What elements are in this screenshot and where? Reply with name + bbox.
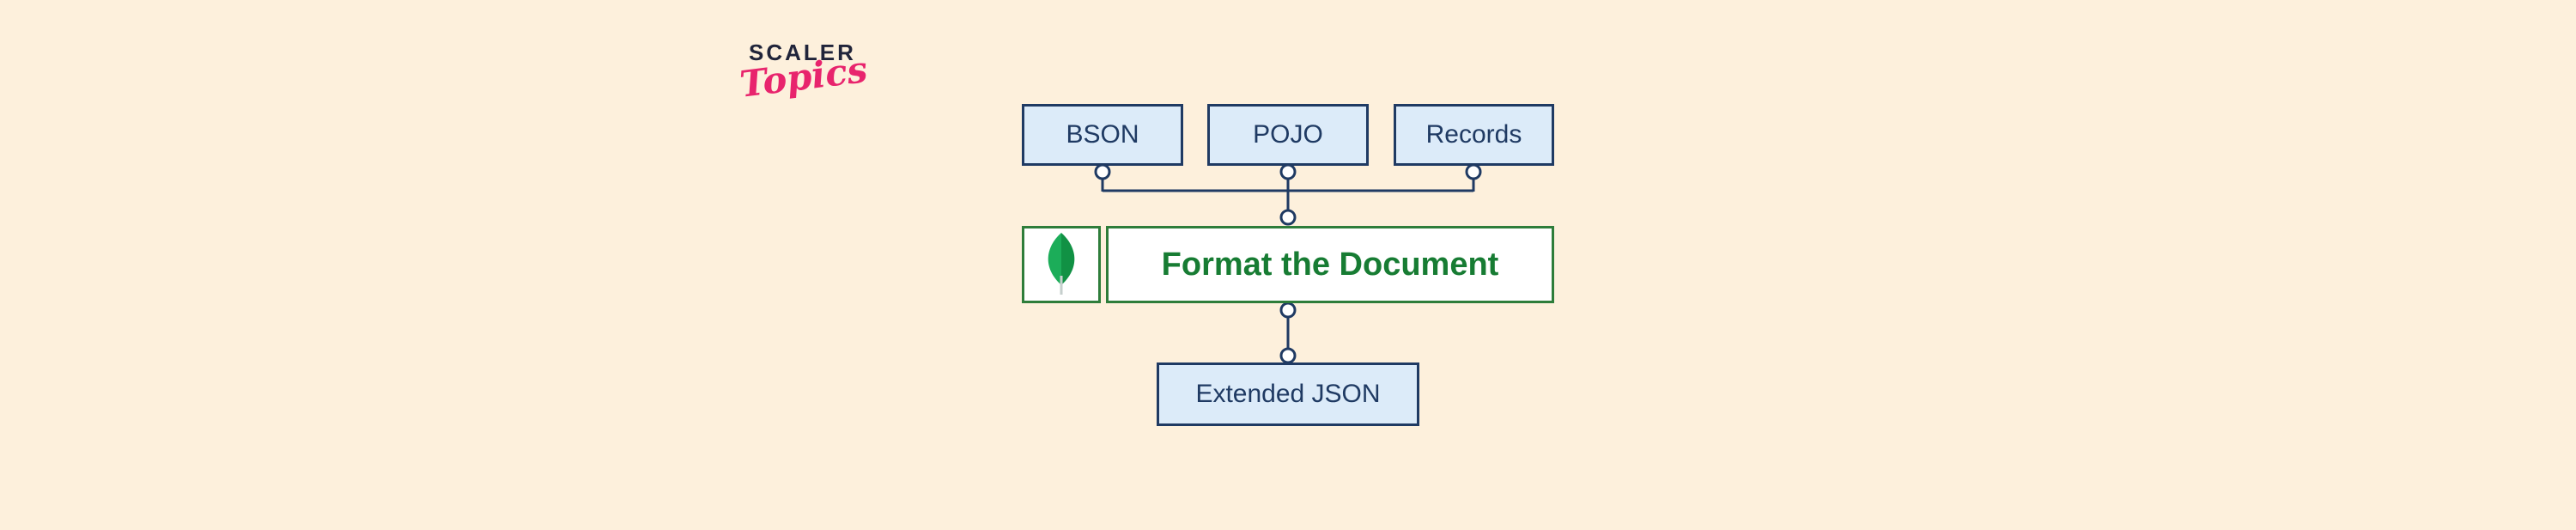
node-extended-json-label: Extended JSON bbox=[1195, 380, 1381, 408]
node-bson-label: BSON bbox=[1066, 120, 1139, 149]
node-extended-json: Extended JSON bbox=[1157, 362, 1419, 426]
node-records-label: Records bbox=[1425, 120, 1522, 149]
node-records: Records bbox=[1394, 104, 1554, 166]
node-bson: BSON bbox=[1022, 104, 1183, 166]
node-format-document: Format the Document bbox=[1106, 226, 1554, 303]
mongodb-icon-box bbox=[1022, 226, 1101, 303]
node-pojo-label: POJO bbox=[1253, 120, 1323, 149]
mongodb-leaf-icon bbox=[1048, 233, 1075, 295]
connector-circle-records bbox=[1465, 163, 1482, 180]
connector-circle-extjson-top bbox=[1279, 347, 1297, 364]
node-pojo: POJO bbox=[1207, 104, 1369, 166]
logo-topics-text: Topics bbox=[737, 48, 870, 106]
connector-circle-format-bottom bbox=[1279, 302, 1297, 319]
connector-circle-format-top bbox=[1279, 209, 1297, 226]
logo-brand-text: SCALER bbox=[749, 40, 856, 65]
connector-circle-bson bbox=[1094, 163, 1111, 180]
connector-circle-pojo bbox=[1279, 163, 1297, 180]
node-format-document-label: Format the Document bbox=[1161, 246, 1499, 283]
scaler-topics-logo: SCALER Topics bbox=[737, 40, 870, 119]
